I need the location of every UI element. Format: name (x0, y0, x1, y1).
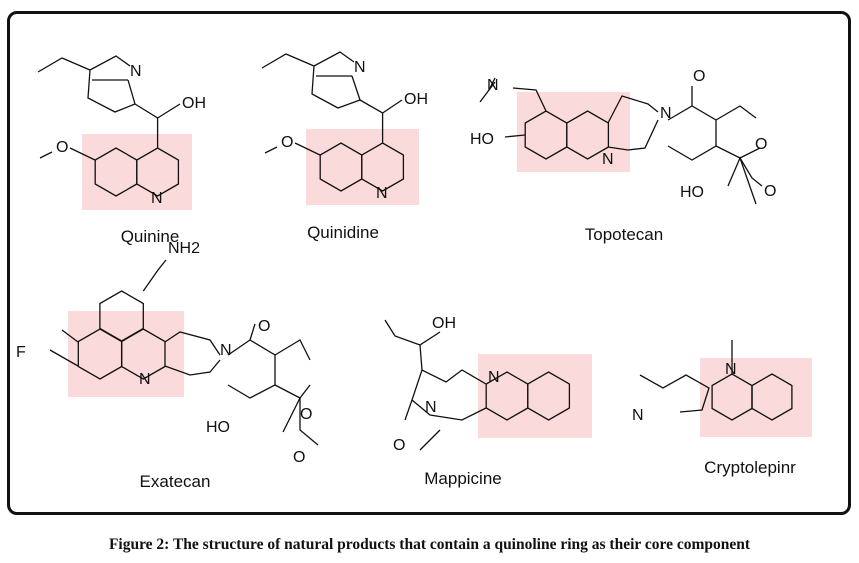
atom-label: N (487, 77, 499, 94)
molecule-name: Exatecan (140, 472, 211, 491)
caption-prefix: Figure 2: (108, 536, 170, 553)
ring-bond (99, 290, 144, 342)
ring-bond (136, 147, 180, 197)
molecule-topotecan: N HO N N O O O HO Topotecan (470, 68, 776, 244)
molecule-quinidine: N OH O N Quinidine (261, 51, 428, 242)
bond (294, 142, 321, 156)
bond (419, 429, 441, 451)
atom-label: HO (206, 419, 230, 436)
atom-label: HO (470, 131, 494, 148)
caption-text: The structure of natural products that c… (169, 536, 751, 553)
bond (49, 349, 79, 367)
atom-label: N (725, 361, 737, 378)
bond (282, 397, 301, 433)
bond (489, 77, 496, 89)
bond (157, 103, 181, 119)
atom-label: O (755, 136, 767, 153)
atom-label: O (293, 449, 305, 466)
atom-label: N (354, 59, 366, 76)
atom-label: N (130, 63, 142, 80)
atom-label: O (764, 183, 776, 200)
bond (739, 157, 763, 187)
atom-label: O (258, 318, 270, 335)
bond (164, 331, 221, 356)
molecule-name: Mappicine (424, 469, 502, 488)
atom-label: O (56, 139, 68, 156)
atom-label: O (300, 406, 312, 423)
bond (39, 151, 53, 159)
atom-label: N (660, 105, 672, 122)
atom-label: OH (404, 91, 428, 108)
ring-bond (751, 373, 793, 421)
atom-label: O (693, 68, 705, 85)
bond (61, 329, 79, 343)
atom-label: O (281, 134, 293, 151)
molecule-quinine: N OH O N Quinine (37, 55, 206, 246)
bond (274, 339, 311, 361)
atom-label: NH2 (168, 240, 200, 257)
bond (142, 259, 167, 292)
bond (261, 51, 355, 69)
atom-label: N (151, 190, 163, 207)
molecule-cryptolepinr: N N Cryptolepinr (632, 340, 812, 477)
figure-caption: Figure 2: The structure of natural produ… (0, 536, 859, 554)
figure-frame (7, 11, 851, 515)
molecule-name: Quinine (121, 227, 180, 246)
atom-label: OH (182, 95, 206, 112)
quinoline-highlight (478, 354, 592, 438)
atom-label: N (220, 342, 232, 359)
quinoline-highlight (517, 92, 630, 172)
ring-bond (361, 142, 405, 192)
bond (274, 384, 311, 399)
bond (311, 65, 361, 109)
bond (639, 374, 710, 413)
bond (69, 147, 96, 161)
atom-label: N (376, 185, 388, 202)
quinoline-highlight (700, 358, 812, 437)
structures-diagram: NOHONQuinineNOHONQuinidineNHONNOOOHOTopo… (16, 51, 812, 491)
bond (667, 105, 717, 161)
atom-label: HO (680, 184, 704, 201)
molecule-name: Quinidine (307, 223, 379, 242)
bond (479, 81, 496, 103)
bond (411, 369, 487, 421)
bond (264, 146, 278, 154)
bond (404, 399, 413, 421)
molecule-mappicine: OH N O N Mappicine (384, 315, 592, 488)
atom-label: N (139, 371, 151, 388)
atom-label: F (16, 344, 26, 361)
bond (299, 398, 319, 446)
bond (87, 69, 136, 113)
atom-label: O (393, 437, 405, 454)
atom-label: N (632, 407, 644, 424)
bond (249, 323, 256, 341)
quinoline-highlight (68, 311, 184, 397)
ring-bond (527, 371, 571, 421)
atom-label: N (425, 399, 437, 416)
bond (504, 134, 526, 138)
bond (351, 75, 384, 143)
molecule-name: Topotecan (585, 225, 663, 244)
bond (715, 105, 757, 121)
bond (607, 95, 659, 124)
bond (164, 359, 221, 376)
atom-label: OH (432, 315, 456, 332)
atom-label: N (602, 151, 614, 168)
atom-label: N (488, 369, 500, 386)
bond (607, 119, 659, 151)
bond (37, 55, 131, 73)
bond (419, 331, 441, 371)
bond (382, 99, 403, 114)
molecule-name: Cryptolepinr (704, 458, 796, 477)
bond (727, 156, 757, 205)
bond (227, 339, 276, 399)
bond (715, 145, 761, 159)
bond (127, 79, 159, 148)
bond (512, 87, 547, 112)
bond (384, 319, 421, 346)
quinoline-highlight (306, 129, 419, 205)
